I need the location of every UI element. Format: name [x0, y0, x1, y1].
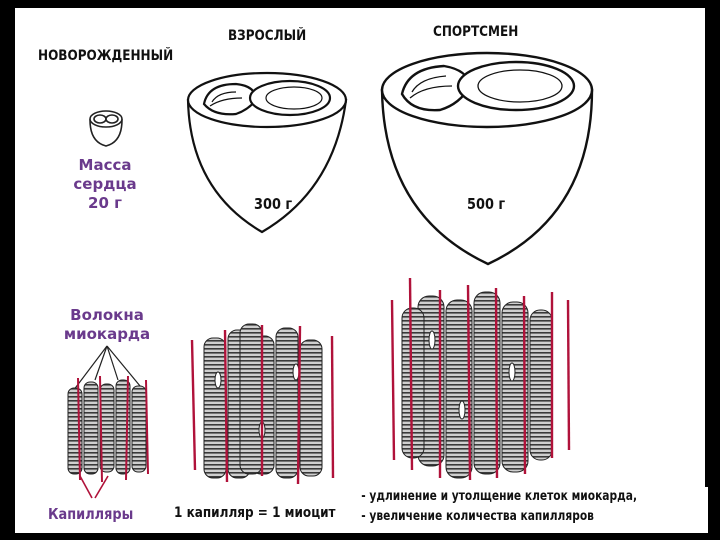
adult-label: ВЗРОСЛЫЙ — [228, 28, 307, 44]
heart-mass-label: Масса сердца 20 г — [60, 156, 150, 213]
adult-heart-icon — [186, 71, 348, 234]
heart-mass-line2: сердца — [73, 175, 137, 193]
fibers-line1: Волокна — [70, 306, 144, 324]
fibers-line2: миокарда — [63, 325, 151, 343]
capillaries-label: Капилляры — [48, 505, 134, 523]
adult-mass-label: 300 г — [254, 195, 293, 213]
newborn-label: НОВОРОЖДЕННЫЙ — [38, 48, 174, 64]
adult-myocardial-fibers — [190, 323, 335, 485]
heart-mass-line3: 20 г — [88, 194, 122, 212]
heart-mass-line1: Масса — [78, 156, 132, 174]
newborn-myocardial-fibers — [67, 345, 149, 499]
athlete-myocardial-fibers — [390, 277, 571, 481]
athlete-mass-label: 500 г — [467, 195, 506, 213]
athlete-heart-icon — [380, 51, 594, 266]
athlete-label: СПОРТСМЕН — [433, 24, 519, 40]
newborn-heart-icon — [89, 110, 123, 147]
fibers-label: Волокна миокарда — [52, 306, 162, 344]
capillary-ratio-label: 1 капилляр = 1 миоцит — [174, 505, 336, 521]
note-line-2: - увеличение количества капилляров — [361, 509, 594, 524]
note-line-1: - удлинение и утолщение клеток миокарда, — [361, 489, 637, 504]
conclusion-note: - удлинение и утолщение клеток миокарда,… — [358, 487, 708, 533]
